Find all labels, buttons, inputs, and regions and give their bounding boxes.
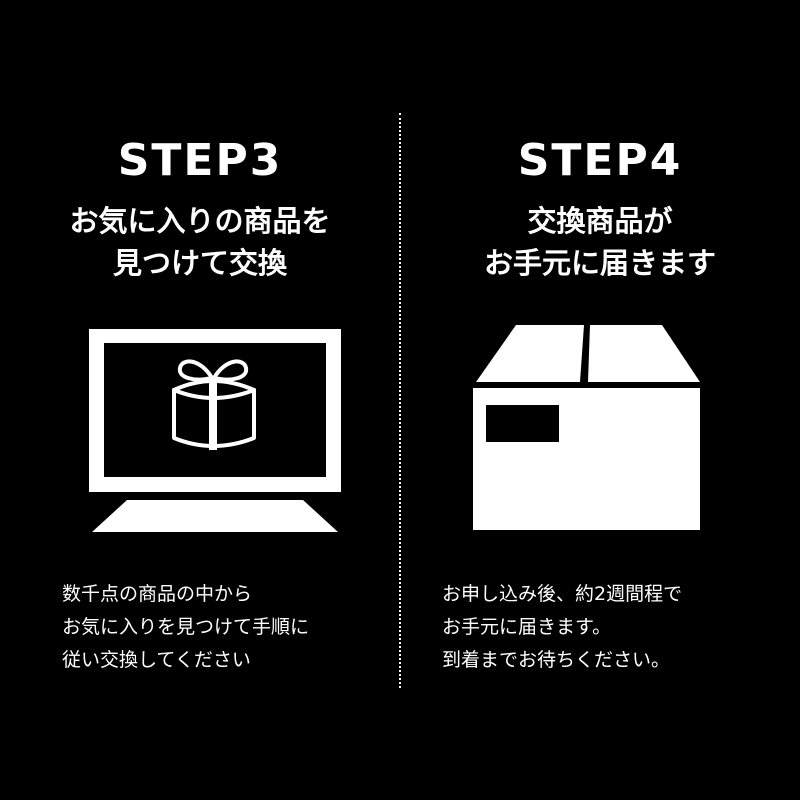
keyboard-base <box>92 500 338 532</box>
gift-ribbon <box>209 378 217 450</box>
step3-title: STEP3 <box>117 135 283 186</box>
step3-heading-line-2: 見つけて交換 <box>112 246 287 280</box>
panel-divider <box>399 113 401 688</box>
step4-heading: 交換商品が お手元に届きます <box>400 200 800 284</box>
box-lid-right <box>588 325 700 382</box>
step3-description-line-3: 従い交換してください <box>62 649 251 671</box>
step4-description-line-3: 到着までお待ちください。 <box>442 649 671 671</box>
step3-heading-line-1: お気に入りの商品を <box>69 204 331 238</box>
step3-heading: お気に入りの商品を 見つけて交換 <box>0 200 400 284</box>
step3-description-line-2: お気に入りを見つけて手順に <box>62 616 310 638</box>
computer-gift-icon <box>89 329 341 532</box>
step3-panel: STEP3 お気に入りの商品を 見つけて交換 数千点の商品の中から お気に入りを… <box>0 135 400 677</box>
step3-description: 数千点の商品の中から お気に入りを見つけて手順に 従い交換してください <box>62 578 309 677</box>
step4-description: お申し込み後、約2週間程で お手元に届きます。 到着までお待ちください。 <box>442 578 682 677</box>
delivery-box-icon <box>473 325 700 530</box>
box-lid-left <box>476 325 584 382</box>
step4-panel: STEP4 交換商品が お手元に届きます お申し込み後、約2週間程で お手元に届… <box>400 0 800 800</box>
box-label <box>486 405 559 442</box>
step4-description-line-2: お手元に届きます。 <box>442 616 612 638</box>
step3-description-line-1: 数千点の商品の中から <box>62 583 253 605</box>
step4-title: STEP4 <box>517 135 683 186</box>
step4-heading-line-1: 交換商品が <box>527 204 673 238</box>
step4-heading-line-2: お手元に届きます <box>483 246 716 280</box>
step4-description-line-1: お申し込み後、約2週間程で <box>442 583 683 605</box>
